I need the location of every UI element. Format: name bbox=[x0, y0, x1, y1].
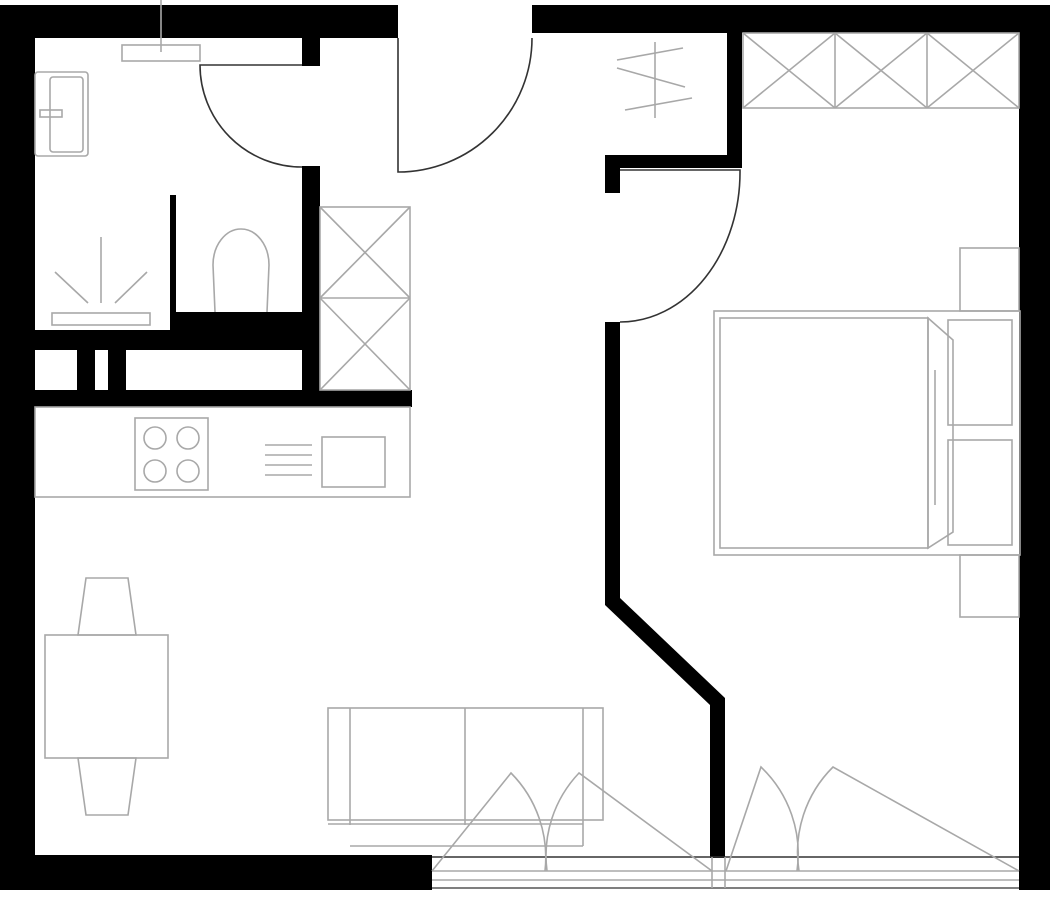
mattress bbox=[719, 317, 929, 549]
shaft-pillar-1 bbox=[77, 350, 95, 390]
dining-table bbox=[44, 634, 169, 759]
bathroom-wall-stub bbox=[302, 38, 320, 66]
faucet-icon bbox=[39, 109, 63, 118]
bedroom-wall-divider bbox=[605, 322, 725, 858]
bathroom bbox=[34, 0, 270, 326]
wall-bottom-left bbox=[0, 855, 432, 890]
wall-top-right bbox=[532, 5, 1050, 33]
dining-set bbox=[44, 577, 169, 816]
sink bbox=[265, 436, 386, 488]
closet-wall bbox=[605, 155, 742, 168]
bedroom-wall-closet bbox=[727, 33, 742, 168]
shaft-pillar-2 bbox=[108, 350, 126, 390]
window-sash-4[interactable] bbox=[796, 766, 1020, 872]
entrance-door[interactable] bbox=[397, 37, 533, 173]
toilet bbox=[212, 228, 270, 313]
window-sash-3[interactable] bbox=[725, 765, 800, 872]
chair-bottom bbox=[77, 757, 137, 816]
shaft-wall-top bbox=[35, 330, 320, 350]
nightstand-bottom bbox=[959, 554, 1020, 618]
blanket-fold bbox=[927, 316, 954, 550]
shower-icon bbox=[51, 237, 151, 326]
wall-left bbox=[0, 5, 35, 890]
bedroom-wardrobe bbox=[742, 32, 1020, 109]
bedroom-door[interactable] bbox=[619, 169, 741, 323]
bathroom-wall-right bbox=[302, 166, 320, 405]
bed bbox=[713, 247, 1021, 618]
wall-right bbox=[1019, 5, 1050, 890]
shower-partition bbox=[170, 195, 176, 315]
kitchen-counter bbox=[34, 406, 411, 498]
bathroom-door[interactable] bbox=[199, 64, 303, 168]
pillow-1 bbox=[947, 319, 1013, 426]
sofa bbox=[327, 707, 604, 847]
washbasin bbox=[34, 71, 89, 157]
wall-top-left bbox=[0, 5, 398, 38]
windows bbox=[431, 765, 1020, 889]
window-sash-2[interactable] bbox=[545, 771, 713, 872]
washbasin-bowl bbox=[49, 76, 84, 153]
kitchen bbox=[34, 406, 411, 498]
pillow-2 bbox=[947, 439, 1013, 546]
door-jamb-top bbox=[605, 155, 620, 193]
stove bbox=[134, 417, 209, 491]
bed-frame bbox=[713, 310, 1021, 556]
walls bbox=[0, 5, 1050, 890]
chair-top bbox=[77, 577, 137, 636]
bathroom-wall-bottom bbox=[170, 312, 320, 330]
kitchen-wall-top bbox=[35, 390, 412, 407]
coat-rack bbox=[616, 42, 693, 118]
nightstand-top bbox=[959, 247, 1020, 312]
hallway-wardrobe bbox=[319, 206, 411, 391]
doors bbox=[199, 37, 741, 323]
